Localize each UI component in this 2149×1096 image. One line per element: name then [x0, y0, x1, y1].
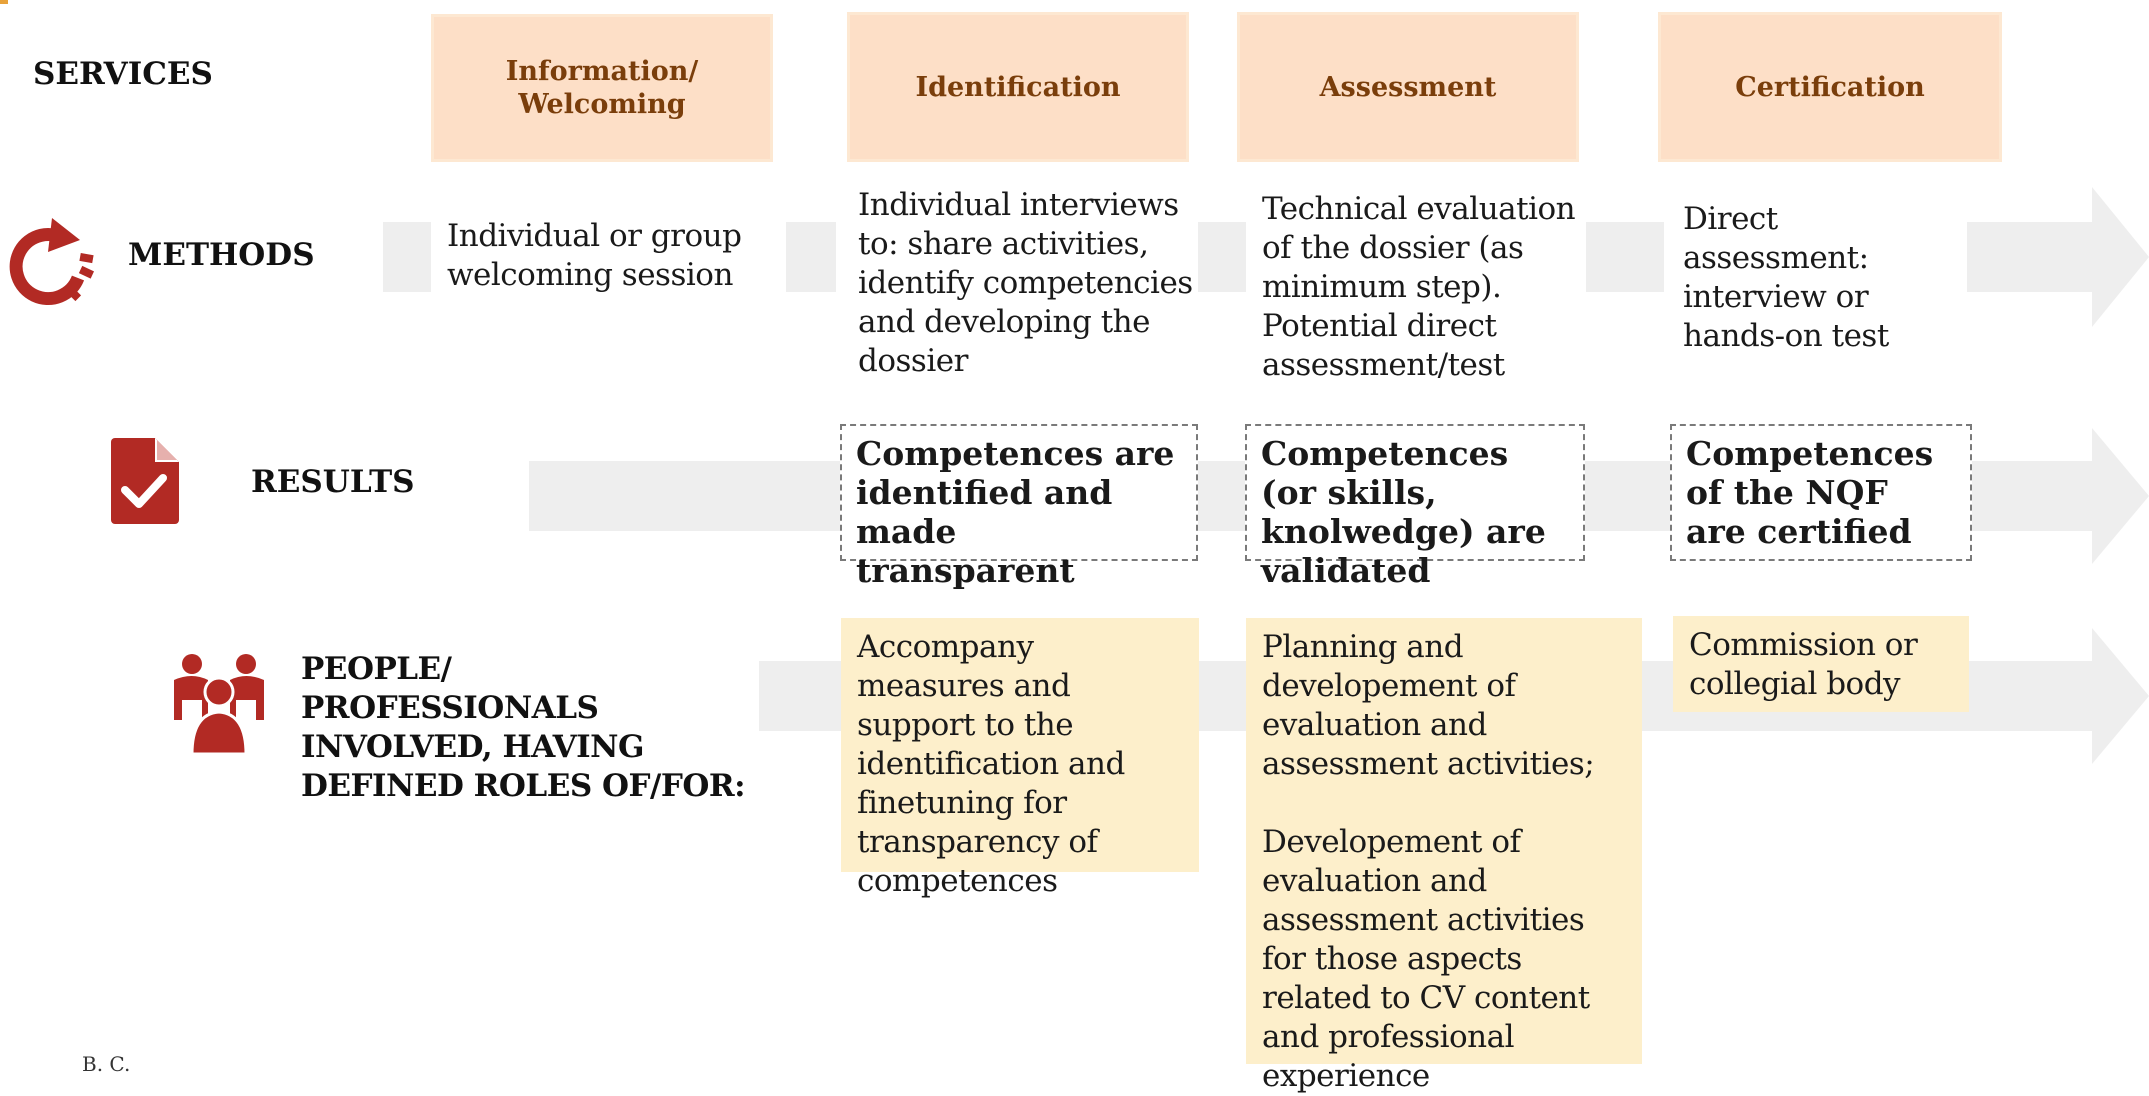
service-identification: Identification: [847, 12, 1189, 162]
method-identification: Individual interviews to: share activiti…: [858, 187, 1193, 379]
people-group-icon: [174, 654, 264, 756]
result-assessment-text: Competences (or skills, knolwedge) are v…: [1261, 434, 1546, 590]
people-assessment: Planning and developement of evaluation …: [1246, 618, 1642, 1094]
service-assessment: Assessment: [1237, 12, 1579, 162]
paragraph-spacer: [1262, 784, 1626, 823]
methods-arrow-segment: [786, 222, 836, 292]
service-information: Information/ Welcoming: [431, 14, 773, 162]
people-identification: Accompany measures and support to the id…: [841, 618, 1199, 899]
result-certification: Competences of the NQF are certified: [1670, 424, 1972, 561]
people-assessment-paragraph-1: Planning and developement of evaluation …: [1262, 629, 1595, 782]
methods-arrow-segment: [1198, 222, 1246, 292]
results-row-label: RESULTS: [251, 464, 415, 500]
result-identification-text: Competences are identified and made tran…: [856, 434, 1175, 590]
method-assessment: Technical evaluation of the dossier (as …: [1262, 191, 1576, 383]
methods-arrow-body: [1967, 222, 2092, 292]
methods-arrow-segment: [383, 222, 431, 292]
service-certification-label: Certification: [1735, 71, 1925, 103]
service-assessment-label: Assessment: [1319, 71, 1497, 103]
people-arrow-head: [2092, 628, 2149, 764]
people-row-label-line2: PROFESSIONALS: [301, 690, 599, 726]
people-identification-text: Accompany measures and support to the id…: [857, 629, 1125, 899]
people-row-label-line1: PEOPLE/: [301, 651, 452, 687]
methods-arrow-segment: [1586, 222, 1664, 292]
results-arrow-head: [2092, 428, 2149, 564]
services-row-label: SERVICES: [33, 56, 213, 92]
methods-arrow-head: [2092, 187, 2149, 327]
result-assessment: Competences (or skills, knolwedge) are v…: [1245, 424, 1585, 590]
result-certification-text: Competences of the NQF are certified: [1686, 434, 1934, 551]
result-identification: Competences are identified and made tran…: [840, 424, 1198, 590]
service-information-label: Information/ Welcoming: [505, 56, 699, 120]
service-identification-label: Identification: [915, 71, 1121, 103]
service-certification: Certification: [1658, 12, 2002, 162]
methods-row-label: METHODS: [128, 237, 315, 273]
people-certification-text: Commission or collegial body: [1689, 627, 1918, 702]
people-certification: Commission or collegial body: [1673, 616, 1969, 712]
method-information: Individual or group welcoming session: [447, 218, 742, 293]
document-check-icon: [111, 438, 179, 524]
corner-accent: [0, 0, 8, 4]
method-certification: Direct assessment: interview or hands-on…: [1683, 201, 1889, 354]
people-row-label-line3: INVOLVED, HAVING: [301, 729, 644, 765]
people-row-label-line4: DEFINED ROLES OF/FOR:: [301, 768, 746, 804]
people-assessment-paragraph-2: Developement of evaluation and assessmen…: [1262, 824, 1590, 1094]
footer-fragment: B. C.: [82, 1052, 131, 1076]
people-row-label: PEOPLE/ PROFESSIONALS INVOLVED, HAVING D…: [301, 650, 746, 806]
refresh-cycle-icon: [9, 218, 94, 306]
